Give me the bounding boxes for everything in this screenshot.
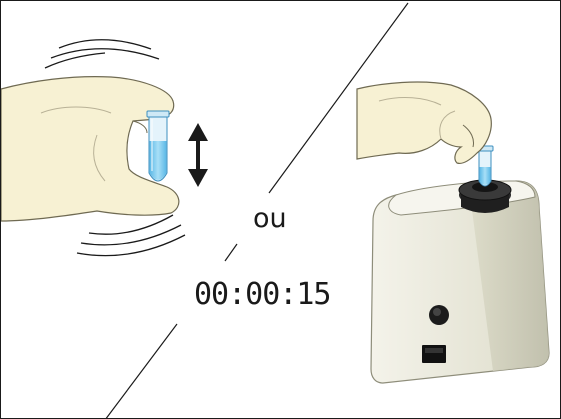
divider-line [105, 2, 409, 418]
left-gloved-hand [1, 76, 180, 222]
microtube-right [476, 145, 494, 187]
shake-motion-lines-top [44, 39, 160, 69]
or-label: ou [253, 203, 287, 234]
timer-readout: 00:00:15 [194, 277, 331, 312]
shake-motion-lines-bottom [76, 214, 186, 257]
microtube-left [146, 110, 170, 182]
double-arrow-vertical-icon [188, 123, 208, 187]
right-gloved-hand [356, 81, 492, 164]
vortex-mixer [370, 179, 550, 384]
